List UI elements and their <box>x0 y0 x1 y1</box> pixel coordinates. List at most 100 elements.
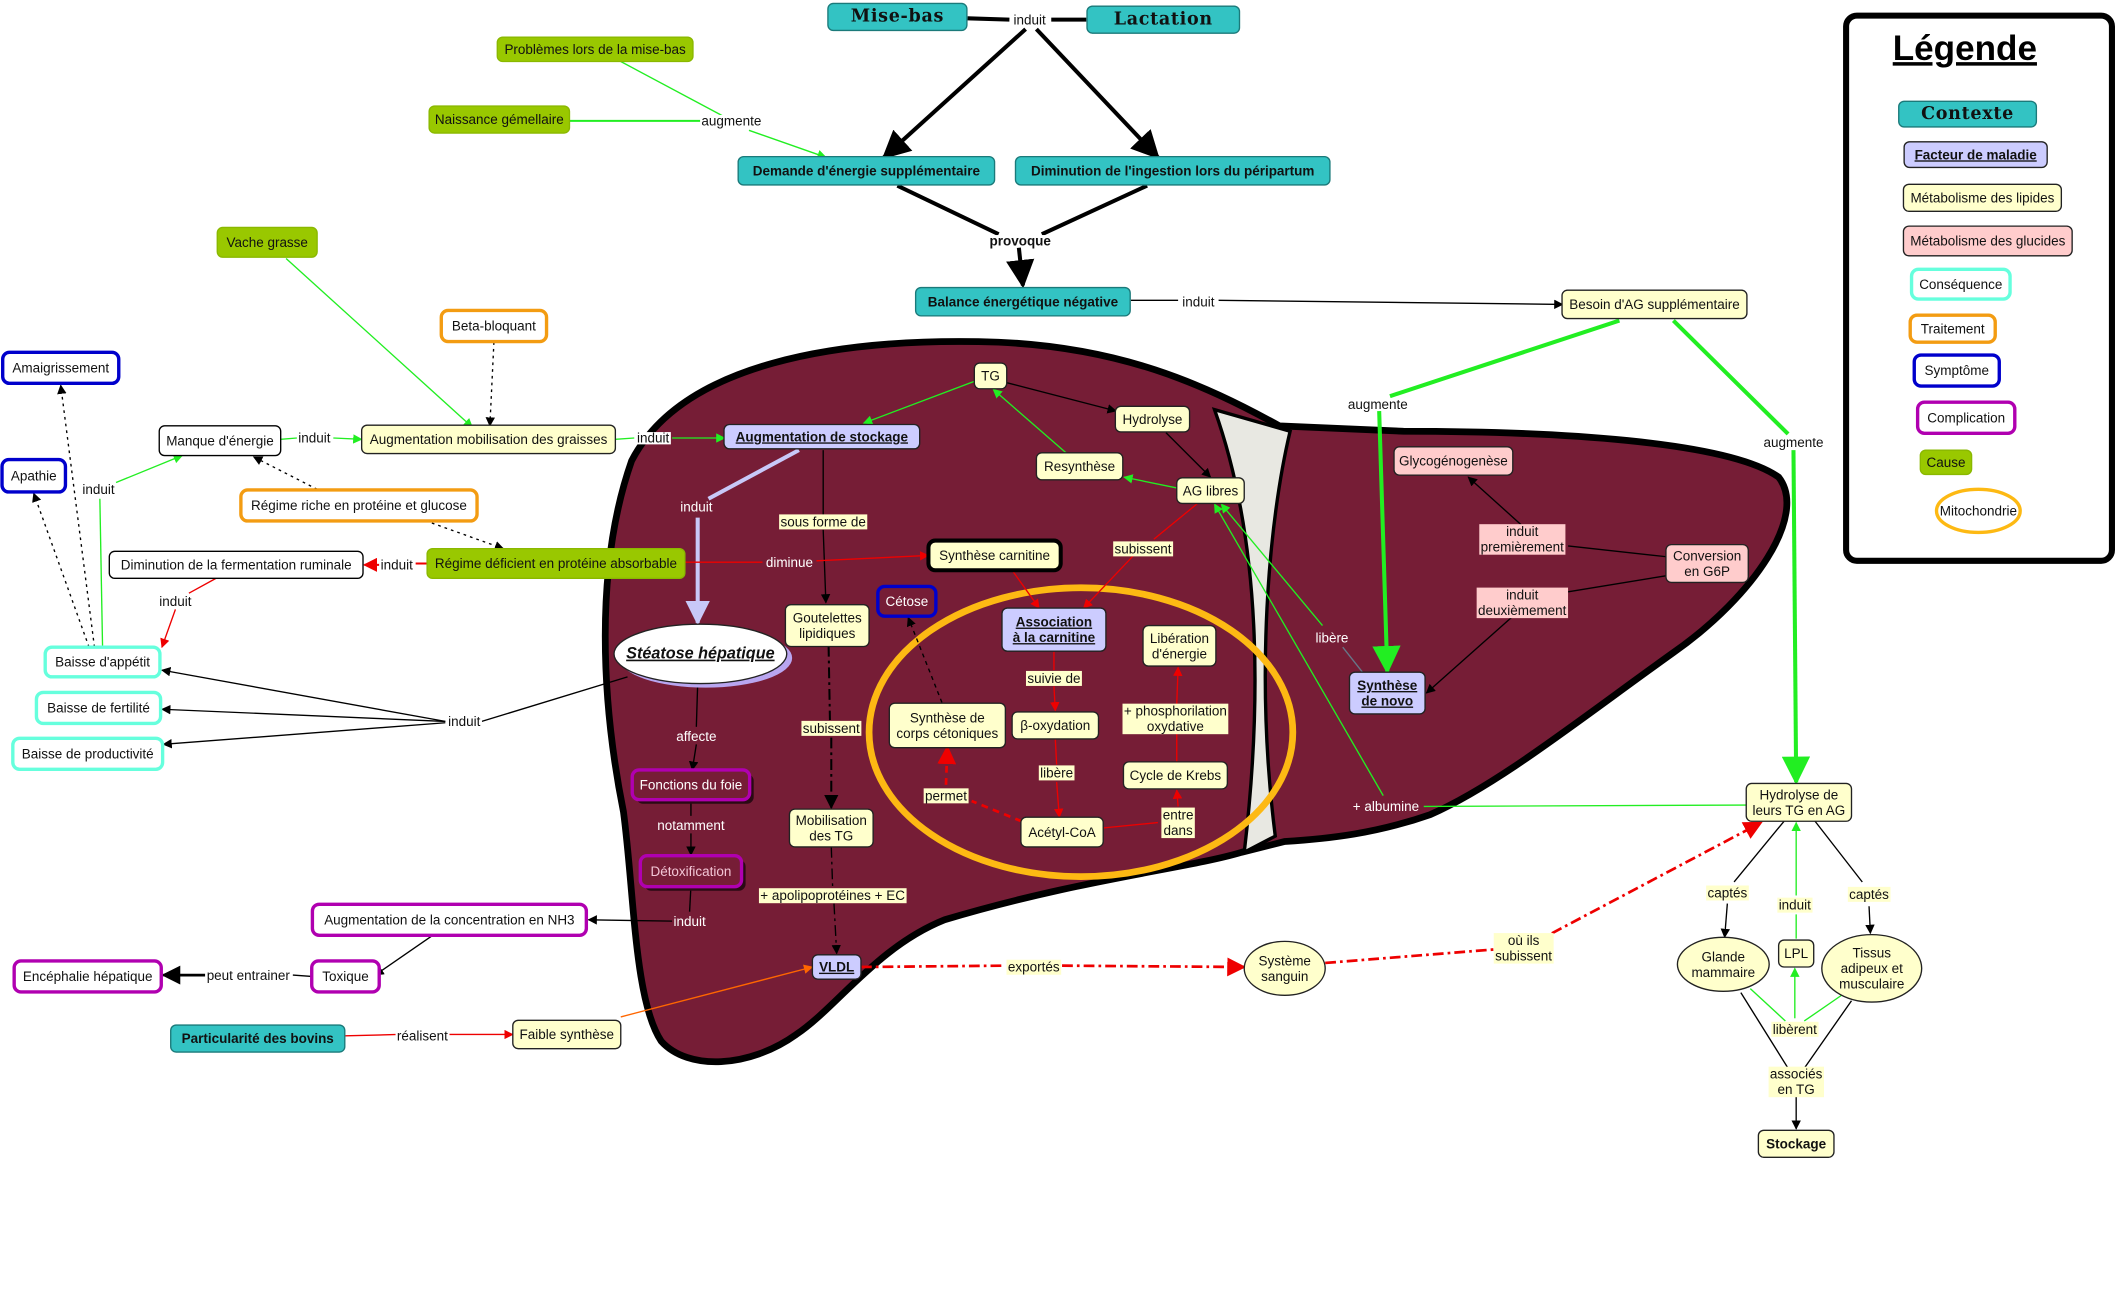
node-demande-energie[interactable]: Demande d'énergie supplémentaire <box>737 155 996 186</box>
node-aug-nh3[interactable]: Augmentation de la concentration en NH3 <box>310 902 589 937</box>
link-label-induit-steatose: induit <box>446 714 482 729</box>
node-box <box>1086 5 1241 34</box>
arrow-connector <box>831 903 841 955</box>
node-mise-bas[interactable]: Mise-bas <box>827 2 968 32</box>
node-diminution-fermentation[interactable]: Diminution de la fermentation ruminale <box>108 550 364 580</box>
node-box <box>34 690 163 726</box>
link-label-libere-novo: libère <box>1315 630 1348 645</box>
node-beta-oxydation[interactable]: β-oxydation <box>1011 711 1100 740</box>
node-box <box>108 550 364 580</box>
node-particularite-bovins[interactable]: Particularité des bovins <box>170 1024 346 1053</box>
node-label: Cétose <box>885 594 928 609</box>
arrow-connector <box>333 434 363 444</box>
node-aug-stockage[interactable]: Augmentation de stockage <box>723 423 921 450</box>
connector-line <box>1342 646 1364 674</box>
node-box <box>1142 624 1217 667</box>
node-cetose[interactable]: Cétose <box>876 584 938 618</box>
node-cycle-krebs[interactable]: Cycle de Krebs <box>1122 761 1229 790</box>
node-hydrolyse[interactable]: Hydrolyse <box>1114 405 1191 433</box>
node-faible-synthese[interactable]: Faible synthèse <box>512 1019 622 1050</box>
node-box <box>1745 782 1853 822</box>
node-diminution-ingestion[interactable]: Diminution de l'ingestion lors du péripa… <box>1014 155 1331 186</box>
node-encephalie[interactable]: Encéphalie hépatique <box>12 959 163 994</box>
node-label: Symptôme <box>1925 363 1989 378</box>
node-glycogenogenese[interactable]: Glycogénogenèse <box>1393 446 1514 476</box>
connector-line <box>1740 992 1789 1069</box>
link-label-libere-box: libère <box>1038 765 1075 781</box>
node-regime-deficient[interactable]: Régime déficient en protéine absorbable <box>426 547 686 580</box>
link-label-realisent: réalisent <box>395 1029 450 1044</box>
node-vldl[interactable]: VLDL <box>811 954 862 980</box>
node-problemes-mise-bas[interactable]: Problèmes lors de la mise-bas <box>496 36 694 63</box>
node-regime-riche[interactable]: Régime riche en protéine et glucose <box>239 488 479 523</box>
link-label-provoque: provoque <box>988 234 1053 249</box>
arrow-connector <box>620 964 814 1018</box>
link-label-albumine: + albumine <box>1353 799 1419 814</box>
node-label: Mise-bas <box>851 7 944 27</box>
node-apathie[interactable]: Apathie <box>0 457 68 494</box>
mitochondria-outline <box>865 584 1297 880</box>
arrow-connector <box>1053 782 1064 819</box>
node-lpl[interactable]: LPL <box>1777 939 1815 968</box>
node-label: Besoin d'AG supplémentaire <box>1569 297 1739 312</box>
node-balance-energetique[interactable]: Balance énergétique négative <box>914 286 1131 317</box>
node-box <box>1011 711 1100 740</box>
node-box <box>926 538 1063 573</box>
node-toxique[interactable]: Toxique <box>310 959 381 994</box>
node-aug-mobilisation[interactable]: Augmentation mobilisation des graisses <box>360 424 617 455</box>
node-vache-grasse[interactable]: Vache grasse <box>216 226 318 258</box>
node-detoxification[interactable]: Détoxification <box>638 853 746 891</box>
node-amaigrissement[interactable]: Amaigrissement <box>1 350 121 386</box>
node-box <box>1676 936 1770 992</box>
node-manque-energie[interactable]: Manque d'énergie <box>158 425 282 457</box>
node-fonctions-foie[interactable]: Fonctions du foie <box>630 768 754 804</box>
link-label-induit-appetit: induit <box>81 482 117 497</box>
node-ag-libres[interactable]: AG libres <box>1176 477 1245 505</box>
node-label: induit <box>448 714 480 729</box>
node-acetyl-coa[interactable]: Acétyl-CoA <box>1020 816 1104 848</box>
node-baisse-appetit[interactable]: Baisse d'appétit <box>43 645 162 679</box>
node-stockage[interactable]: Stockage <box>1757 1129 1835 1158</box>
link-label-exportes: exportés <box>1006 959 1062 975</box>
node-box <box>1014 155 1331 186</box>
link-label-induit-bal: induit <box>1180 294 1217 309</box>
node-naissance-gemellaire[interactable]: Naissance gémellaire <box>428 105 571 134</box>
node-box <box>1035 452 1124 481</box>
node-besoin-ag[interactable]: Besoin d'AG supplémentaire <box>1561 289 1748 320</box>
arrow-connector <box>1467 476 1523 527</box>
node-steatose[interactable]: Stéatose hépatique <box>613 623 793 688</box>
link-label-liberent: libèrent <box>1771 1021 1819 1037</box>
node-resynthese[interactable]: Resynthèse <box>1035 452 1124 481</box>
node-label: Vache grasse <box>226 235 307 250</box>
node-label: Facteur de maladie <box>1915 147 2038 162</box>
arrow-connector <box>1865 906 1875 935</box>
node-beta-bloquant[interactable]: Beta-bloquant <box>439 308 549 344</box>
node-tg[interactable]: TG <box>973 362 1008 390</box>
liver-illustration <box>601 338 1791 1066</box>
link-label-induit-stock: induit <box>680 500 712 515</box>
node-box <box>876 584 938 618</box>
node-label: augmente <box>1763 435 1823 450</box>
node-baisse-fertilite[interactable]: Baisse de fertilité <box>34 690 163 726</box>
node-label: Augmentation mobilisation des graisses <box>370 432 608 447</box>
node-synthese-carnitine[interactable]: Synthèse carnitine <box>926 538 1063 573</box>
node-baisse-productivite[interactable]: Baisse de productivité <box>11 736 165 771</box>
node-box <box>0 457 68 494</box>
node-lactation[interactable]: Lactation <box>1086 5 1241 34</box>
